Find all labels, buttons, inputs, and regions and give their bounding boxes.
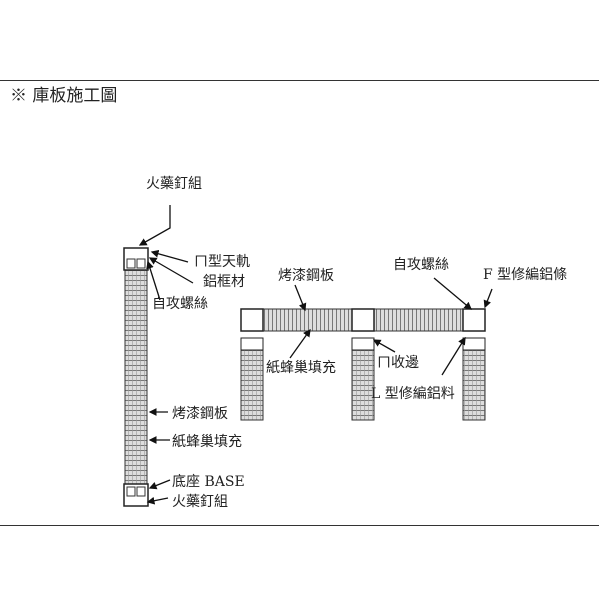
label-self-tapping-screw: 自攻螺絲 (152, 296, 208, 312)
label-base: 底座 BASE (172, 474, 245, 490)
leader-arrows (138, 205, 493, 505)
label-l-trim: L 型修編鋁料 (371, 386, 455, 402)
label-bottom-nail: 火藥釘組 (172, 493, 228, 510)
label-honeycomb-fill-right: 紙蜂巢填充 (266, 360, 336, 376)
diagram-frame (0, 80, 599, 526)
label-top-nail: 火藥釘組 (146, 175, 202, 192)
label-honeycomb-fill: 紙蜂巢填充 (172, 434, 242, 450)
label-painted-steel-right: 烤漆鋼板 (278, 268, 334, 284)
ceiling-panel-section (240, 308, 486, 421)
label-u-edge: ㄇ收邊 (377, 355, 419, 371)
wall-panel-section (123, 247, 149, 507)
label-aluminum-frame: 鋁框材 (203, 274, 245, 290)
page-title: ※ 庫板施工圖 (10, 86, 117, 106)
label-painted-steel: 烤漆鋼板 (172, 406, 228, 422)
label-self-tapping-screw-right: 自攻螺絲 (393, 257, 449, 273)
label-f-trim: F 型修編鋁條 (483, 267, 567, 283)
label-ceiling-rail: ㄇ型天軌 (194, 254, 250, 270)
